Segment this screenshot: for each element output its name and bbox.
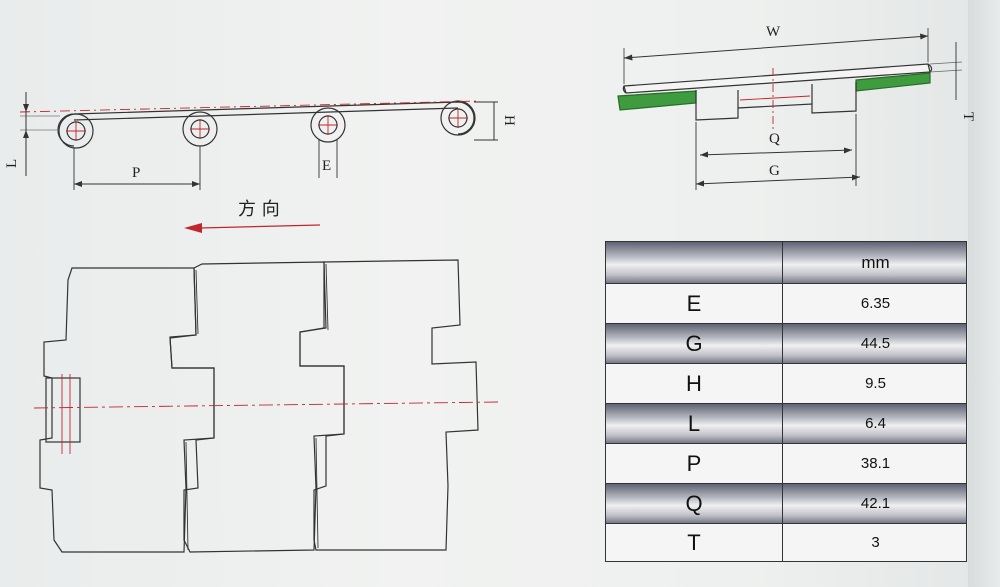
plate-3 [299,259,479,551]
row-value: 42.1 [860,495,891,512]
row-value: 9.5 [865,375,886,392]
row-value: 6.35 [860,295,891,312]
direction-label: 方 向 [238,199,280,220]
row-value: 38.1 [860,455,891,472]
row-value: 3 [871,534,880,551]
table-row: L 6.4 [606,404,966,444]
table-row: H 9.5 [606,364,966,404]
table-header-row: mm [606,242,966,284]
row-value: 6.4 [865,415,886,432]
label-q: Q [769,131,780,147]
label-t: T [960,112,976,121]
section-view [617,28,963,190]
table-header-unit: mm [861,252,890,272]
page-edge [968,0,1000,587]
row-key: P [606,444,783,483]
table-row: T 3 [606,524,966,561]
row-value: 44.5 [860,335,891,352]
row-key: E [606,284,783,323]
row-key: H [606,364,783,403]
label-g: G [769,163,780,179]
label-e: E [322,158,331,174]
row-key: Q [606,484,783,523]
table-row: E 6.35 [606,284,966,324]
table-row: G 44.5 [606,324,966,364]
table-row: P 38.1 [606,444,966,484]
table-header-key [606,242,783,283]
spec-table: mm E 6.35 G 44.5 H 9.5 L 6.4 P 38.1 Q 42… [605,241,967,562]
side-view [19,92,498,190]
table-row: Q 42.1 [606,484,966,524]
direction-arrow-icon [184,223,321,233]
plate-1 [39,267,215,553]
label-l: L [4,159,20,168]
label-h: H [501,115,517,126]
label-w: W [766,24,781,40]
top-view [33,259,499,553]
label-p: P [132,165,140,181]
row-key: T [606,524,783,561]
plate-2 [169,261,345,553]
row-key: L [606,404,783,443]
row-key: G [606,324,783,363]
